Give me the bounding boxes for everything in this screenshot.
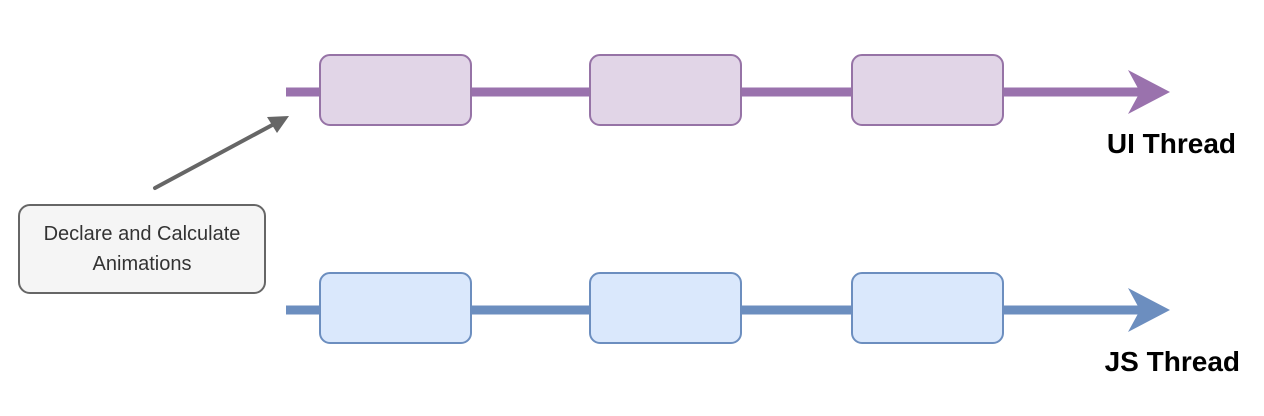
js-thread-track — [286, 272, 1170, 344]
js-task-block-3 — [851, 272, 1004, 344]
animation-note-text: Declare and Calculate Animations — [43, 223, 241, 275]
ui-thread-arrowhead — [1128, 70, 1170, 114]
animation-note-box: Declare and Calculate Animations — [18, 204, 266, 294]
ui-task-block-1 — [319, 54, 472, 126]
js-task-block-1 — [319, 272, 472, 344]
pointer-arrow-line — [153, 121, 278, 190]
pointer-arrow-head — [267, 116, 289, 133]
ui-thread-track — [286, 54, 1170, 126]
pointer-arrow — [153, 116, 289, 190]
ui-task-block-3 — [851, 54, 1004, 126]
js-task-block-2 — [589, 272, 742, 344]
ui-thread-label: UI Thread — [1106, 128, 1236, 159]
js-thread-label: JS Thread — [1104, 346, 1240, 377]
ui-task-block-2 — [589, 54, 742, 126]
js-thread-arrowhead — [1128, 288, 1170, 332]
